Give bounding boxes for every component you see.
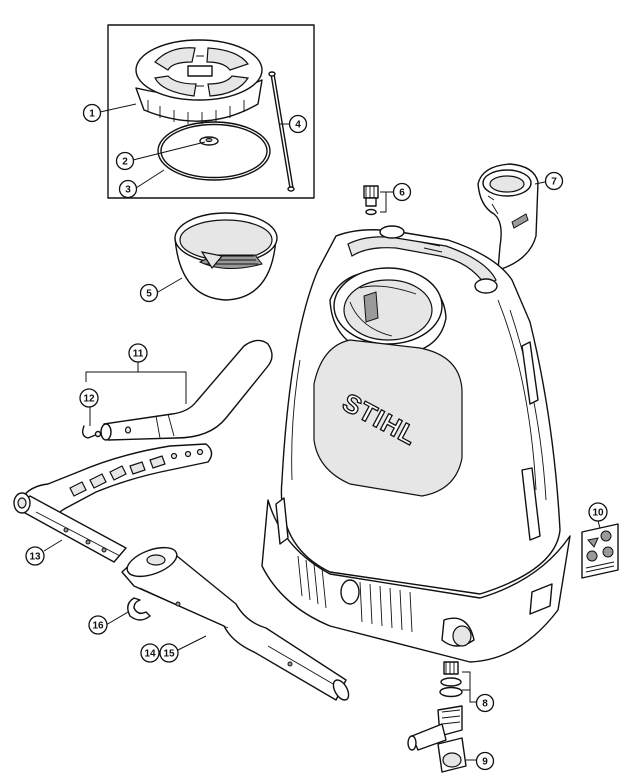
svg-text:1: 1 [89, 109, 95, 120]
svg-text:5: 5 [146, 289, 152, 300]
suction-pipe-icon[interactable] [100, 339, 273, 441]
svg-text:6: 6 [399, 188, 405, 199]
callout-1: 1 [82, 103, 102, 123]
callout-9: 9 [475, 751, 495, 771]
svg-text:16: 16 [92, 621, 104, 632]
callout-10: 10 [588, 502, 608, 522]
svg-text:11: 11 [133, 349, 144, 360]
svg-text:8: 8 [482, 699, 488, 710]
callout-3: 3 [118, 179, 138, 199]
holder-icon[interactable] [477, 163, 539, 271]
tank-icon[interactable]: STIHL [261, 225, 571, 663]
fitting-icon[interactable] [363, 185, 379, 216]
leader-lines [43, 103, 601, 761]
callout-6: 6 [392, 182, 412, 202]
svg-text:7: 7 [551, 177, 557, 188]
clip-icon[interactable] [81, 425, 102, 439]
callout-2: 2 [115, 151, 135, 171]
warning-label-icon[interactable] [581, 523, 619, 579]
strainer-icon[interactable] [174, 212, 278, 301]
filler-cap-detail-box [107, 24, 315, 199]
harness-handle-icon[interactable] [13, 443, 213, 563]
callout-16: 16 [88, 615, 108, 635]
svg-text:15: 15 [163, 649, 175, 660]
svg-text:12: 12 [83, 394, 95, 405]
svg-text:13: 13 [29, 552, 41, 563]
svg-text:4: 4 [295, 120, 301, 131]
callout-8: 8 [475, 693, 495, 713]
valve-icon[interactable] [407, 661, 467, 773]
svg-text:10: 10 [592, 508, 604, 519]
filler-cap-icon[interactable] [135, 39, 263, 124]
valve-disc-icon[interactable] [199, 136, 219, 146]
lever-shaft-icon[interactable] [121, 542, 352, 703]
callout-12: 12 [79, 388, 99, 408]
callout-5: 5 [139, 283, 159, 303]
svg-text:3: 3 [125, 185, 131, 196]
retaining-clip-icon[interactable] [127, 597, 151, 621]
callout-13: 13 [25, 546, 45, 566]
svg-text:2: 2 [122, 157, 128, 168]
callout-15: 15 [159, 643, 179, 663]
svg-text:9: 9 [482, 757, 488, 768]
callout-11: 11 [128, 343, 148, 363]
o-ring-icon[interactable] [157, 121, 271, 181]
svg-text:14: 14 [144, 649, 156, 660]
callout-7: 7 [544, 171, 564, 191]
retaining-rod-icon[interactable] [268, 71, 295, 192]
callout-4: 4 [288, 114, 308, 134]
callout-14: 14 [140, 643, 160, 663]
